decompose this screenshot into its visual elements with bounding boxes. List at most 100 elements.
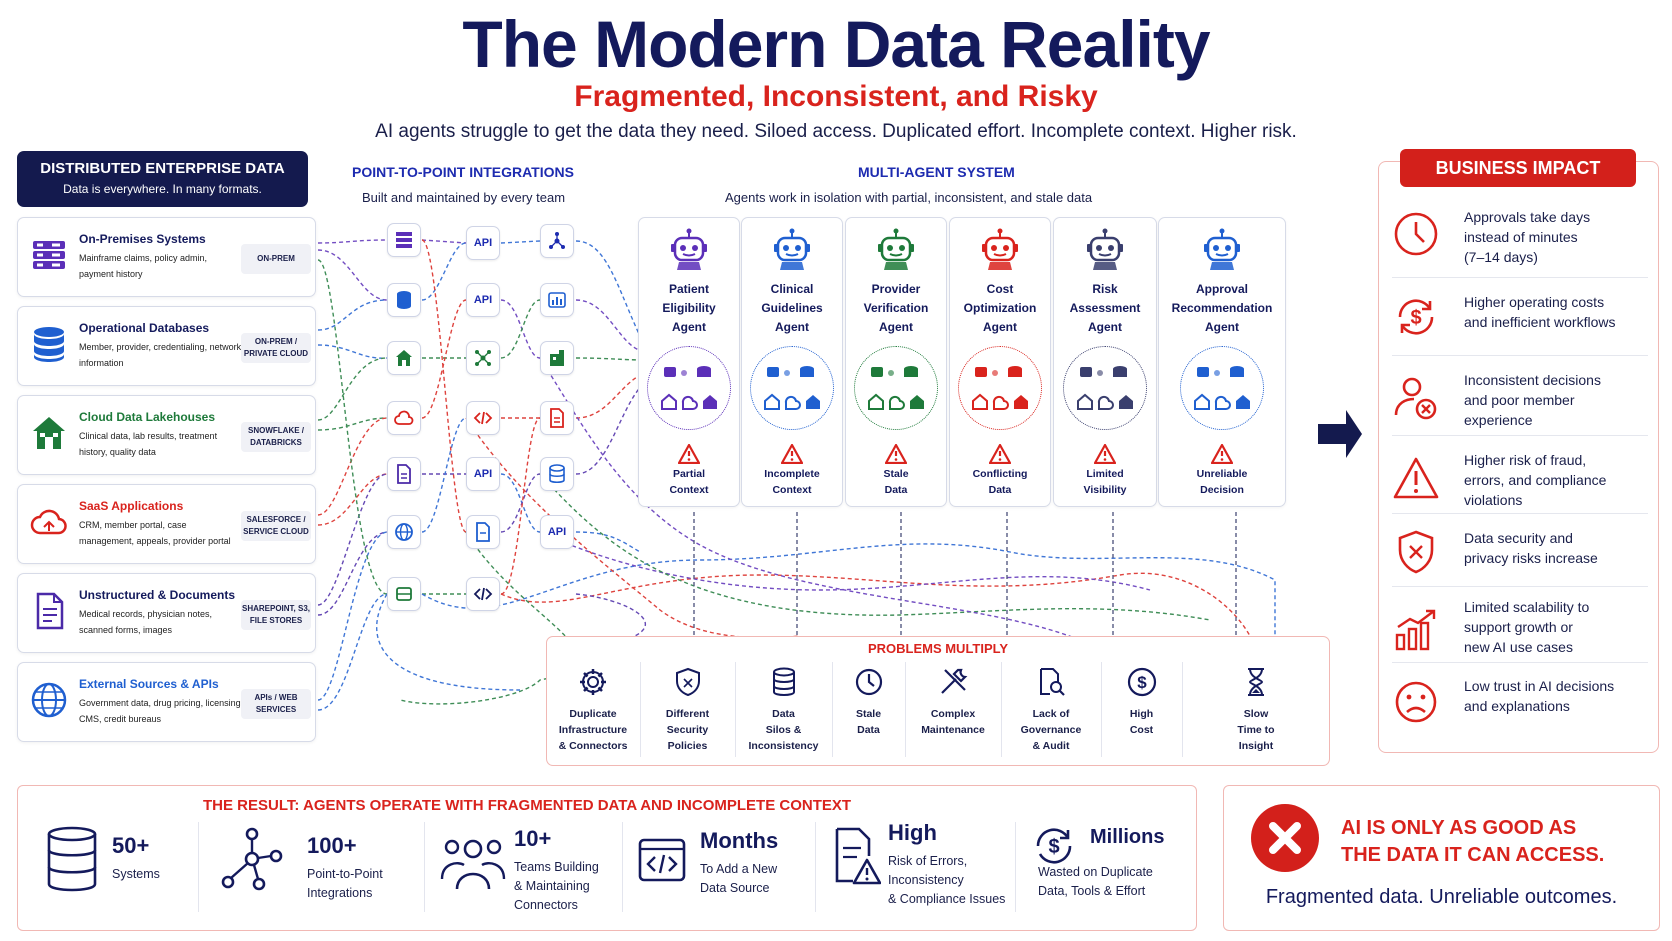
problem-label-line: Silos &	[765, 724, 802, 736]
node-api: API	[466, 226, 500, 260]
divider	[1182, 662, 1183, 757]
stat-value: 100+	[307, 833, 357, 858]
source-card-operational-databases[interactable]: Operational Databases Member, provider, …	[17, 306, 316, 386]
source-tag: ON-PREM	[241, 244, 311, 274]
impact-text-line: instead of minutes	[1464, 229, 1578, 245]
clock-icon	[1394, 212, 1438, 256]
server-icon	[33, 241, 65, 269]
divider	[622, 822, 623, 912]
source-desc: Medical records, physician notes, scanne…	[79, 609, 213, 635]
impact-text-line: (7–14 days)	[1464, 249, 1538, 265]
divider	[1392, 277, 1648, 278]
stat-value: 10+	[514, 826, 552, 851]
database-icon	[772, 667, 795, 696]
source-name: Operational Databases	[79, 321, 210, 335]
dollar-cycle-icon: $	[1398, 299, 1434, 335]
team-icon	[440, 839, 506, 890]
problem-label-line: Data	[772, 708, 795, 720]
divider	[1101, 662, 1102, 757]
document-icon	[36, 592, 64, 630]
source-desc: Member, provider, credentialing, network…	[79, 342, 242, 368]
agent-problem-line: Incomplete	[764, 468, 820, 480]
share-icon	[549, 232, 565, 249]
robot-icon	[774, 228, 810, 270]
node-document	[387, 457, 421, 491]
agent-problem-line: Stale	[883, 468, 909, 480]
stat-value: Months	[700, 828, 779, 853]
node-code	[466, 401, 500, 435]
source-card-cloud-lakehouses[interactable]: Cloud Data Lakehouses Clinical data, lab…	[17, 395, 316, 475]
document-icon	[397, 464, 411, 484]
hourglass-icon	[1248, 668, 1264, 696]
report-icon	[550, 408, 564, 428]
result-header: THE RESULT: AGENTS OPERATE WITH FRAGMENT…	[203, 797, 852, 814]
robot-icon	[1204, 228, 1240, 270]
page-title: The Modern Data Reality	[462, 7, 1210, 81]
source-tag: SHAREPOINT, S3, FILE STORES	[241, 600, 311, 630]
problems-box	[546, 636, 1330, 766]
divider	[832, 662, 833, 757]
problem-label-line: Infrastructure	[558, 724, 628, 736]
source-card-saas-applications[interactable]: SaaS Applications CRM, member portal, ca…	[17, 484, 316, 564]
conclusion-subline: Fragmented data. Unreliable outcomes.	[1265, 886, 1618, 908]
source-card-on-premises[interactable]: On-Premises Systems Mainframe claims, po…	[17, 217, 316, 297]
impact-text-line: Low trust in AI decisions	[1464, 678, 1615, 694]
agent-name-line: Cost	[986, 282, 1014, 296]
problem-label-line: Duplicate	[569, 708, 617, 720]
agent-name-line: Agent	[1205, 320, 1239, 334]
svg-text:$: $	[1410, 307, 1421, 329]
stat-value: High	[888, 820, 937, 845]
database-icon	[34, 327, 64, 362]
source-card-external-sources[interactable]: External Sources & APIs Government data,…	[17, 662, 316, 742]
agent-problem-line: Unreliable	[1196, 468, 1248, 480]
dollar-circle-icon: $	[1036, 828, 1072, 864]
agent-name-line: Approval	[1195, 282, 1248, 296]
problem-label-line: Security	[666, 724, 709, 736]
problem-label-line: Policies	[667, 740, 708, 752]
code-window-icon	[638, 838, 686, 882]
agent-name-line: Verification	[863, 301, 929, 315]
integrations-subheader: Built and maintained by every team	[362, 190, 566, 205]
problem-label-line: Complex	[930, 708, 976, 720]
agent-name-line: Agent	[879, 320, 913, 334]
stat-label-line: Connectors	[514, 898, 578, 912]
problem-label-line: Stale	[855, 708, 882, 720]
warning-icon	[781, 444, 803, 464]
impact-text-line: Inconsistent decisions	[1464, 372, 1601, 388]
source-card-unstructured-documents[interactable]: Unstructured & Documents Medical records…	[17, 573, 316, 653]
building-icon	[550, 350, 564, 366]
agent-name-line: Optimization	[963, 301, 1037, 315]
warning-icon	[1211, 444, 1233, 464]
node-globe	[387, 515, 421, 549]
database-stack-icon	[47, 826, 97, 892]
svg-text:$: $	[1137, 673, 1147, 692]
source-name: External Sources & APIs	[79, 677, 219, 691]
file-icon	[476, 522, 490, 542]
stat-label: Systems	[112, 865, 160, 884]
agent-name-line: Assessment	[1069, 301, 1141, 315]
agent-data-cluster	[958, 346, 1042, 430]
source-name: SaaS Applications	[79, 499, 184, 513]
sources-header-subtitle: Data is everywhere. In many formats.	[63, 182, 262, 196]
node-report	[540, 401, 574, 435]
impact-item: Higher risk of fraud,errors, and complia…	[1390, 450, 1652, 520]
robot-icon	[671, 228, 707, 270]
divider	[198, 822, 199, 912]
doc-warning-icon	[835, 827, 881, 885]
